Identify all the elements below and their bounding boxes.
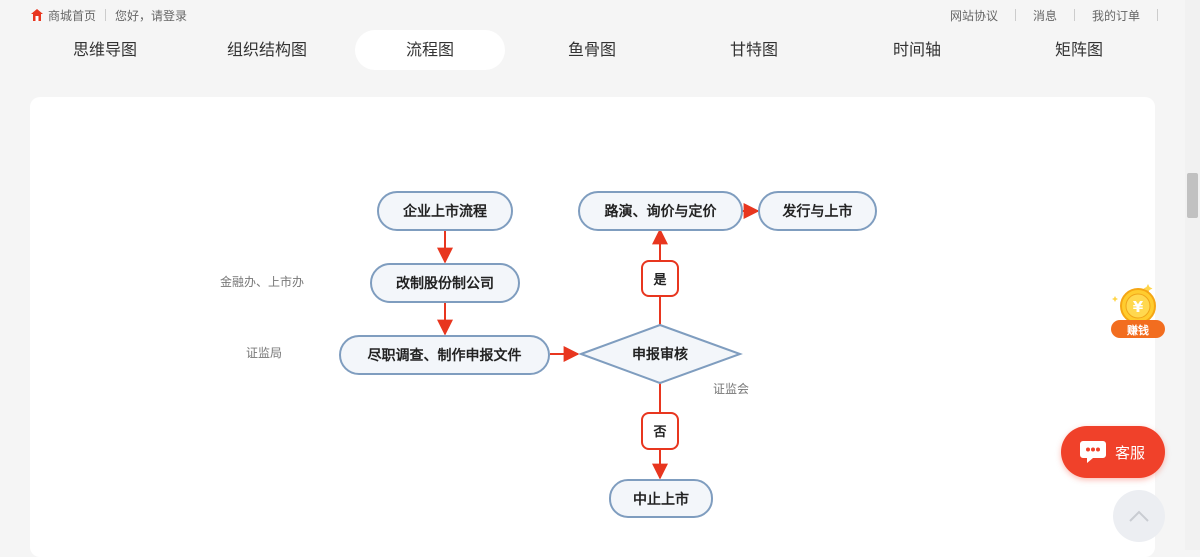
login-link[interactable]: 您好，请登录 bbox=[115, 8, 188, 23]
svg-text:中止上市: 中止上市 bbox=[633, 491, 689, 508]
node-roadshow[interactable]: 路演、询价与定价 bbox=[578, 191, 743, 231]
scrollbar-thumb[interactable] bbox=[1187, 173, 1198, 218]
annotation-restructure: 金融办、上市办 bbox=[220, 274, 304, 289]
svg-text:发行与上市: 发行与上市 bbox=[782, 203, 853, 220]
divider bbox=[1157, 9, 1159, 21]
coin-icon: ¥ bbox=[1111, 284, 1165, 338]
tab-fishbone[interactable]: 鱼骨图 bbox=[567, 40, 616, 59]
home-icon[interactable] bbox=[30, 8, 44, 22]
home-link[interactable]: 商城首页 bbox=[48, 8, 97, 23]
earn-money-label: 赚钱 bbox=[1127, 324, 1149, 337]
top-bar: 商城首页 您好，请登录 网站协议 消息 我的订单 bbox=[0, 0, 1185, 30]
node-start[interactable]: 企业上市流程 bbox=[377, 191, 513, 231]
node-review-decision[interactable]: 申报审核 bbox=[578, 323, 743, 385]
svg-text:是: 是 bbox=[652, 273, 667, 288]
page-scrollbar[interactable] bbox=[1185, 0, 1200, 550]
my-orders-link[interactable]: 我的订单 bbox=[1092, 8, 1141, 23]
node-ipo[interactable]: 发行与上市 bbox=[758, 191, 877, 231]
divider bbox=[1074, 9, 1076, 21]
customer-service-label: 客服 bbox=[1115, 443, 1146, 462]
tab-flowchart[interactable]: 流程图 bbox=[355, 30, 505, 70]
svg-text:申报审核: 申报审核 bbox=[632, 346, 688, 363]
divider bbox=[1015, 9, 1017, 21]
tab-matrix[interactable]: 矩阵图 bbox=[1054, 40, 1103, 59]
flowchart-preview-card: 企业上市流程 改制股份制公司 尽职调查、制作申报文件 申报审核 路演、询价与定价… bbox=[30, 97, 1155, 557]
annotation-review: 证监会 bbox=[713, 382, 749, 396]
decision-no-label: 否 bbox=[641, 412, 679, 450]
svg-text:改制股份制公司: 改制股份制公司 bbox=[396, 275, 494, 292]
svg-text:企业上市流程: 企业上市流程 bbox=[402, 203, 487, 220]
svg-text:尽职调查、制作申报文件: 尽职调查、制作申报文件 bbox=[368, 347, 522, 364]
messages-link[interactable]: 消息 bbox=[1033, 8, 1058, 23]
tab-mind-map[interactable]: 思维导图 bbox=[72, 40, 137, 59]
chevron-up-icon bbox=[1129, 510, 1149, 522]
site-agreement-link[interactable]: 网站协议 bbox=[950, 8, 999, 23]
svg-text:路演、询价与定价: 路演、询价与定价 bbox=[605, 203, 718, 220]
decision-yes-label: 是 bbox=[641, 260, 679, 297]
node-stop[interactable]: 中止上市 bbox=[609, 479, 713, 518]
annotation-due-diligence: 证监局 bbox=[246, 346, 282, 360]
svg-text:否: 否 bbox=[652, 425, 666, 440]
chat-bubble-icon bbox=[1080, 441, 1106, 463]
back-to-top-button[interactable] bbox=[1113, 490, 1165, 542]
top-bar-left: 商城首页 您好，请登录 bbox=[30, 0, 187, 30]
diagram-type-tabs: 思维导图 组织结构图 流程图 鱼骨图 甘特图 时间轴 矩阵图 bbox=[0, 30, 1185, 70]
tab-gantt[interactable]: 甘特图 bbox=[729, 40, 778, 59]
node-due-diligence[interactable]: 尽职调查、制作申报文件 bbox=[339, 335, 550, 375]
svg-text:¥: ¥ bbox=[1133, 298, 1144, 316]
flowchart-diagram: 企业上市流程 改制股份制公司 尽职调查、制作申报文件 申报审核 路演、询价与定价… bbox=[220, 191, 877, 518]
divider bbox=[105, 9, 107, 21]
node-restructure[interactable]: 改制股份制公司 bbox=[370, 263, 520, 303]
tab-timeline[interactable]: 时间轴 bbox=[892, 40, 941, 59]
earn-money-widget[interactable]: ¥ 赚钱 bbox=[1110, 282, 1166, 340]
tab-org-chart[interactable]: 组织结构图 bbox=[226, 40, 307, 59]
customer-service-button[interactable]: 客服 bbox=[1061, 426, 1165, 478]
top-bar-right: 网站协议 消息 我的订单 bbox=[950, 0, 1175, 30]
